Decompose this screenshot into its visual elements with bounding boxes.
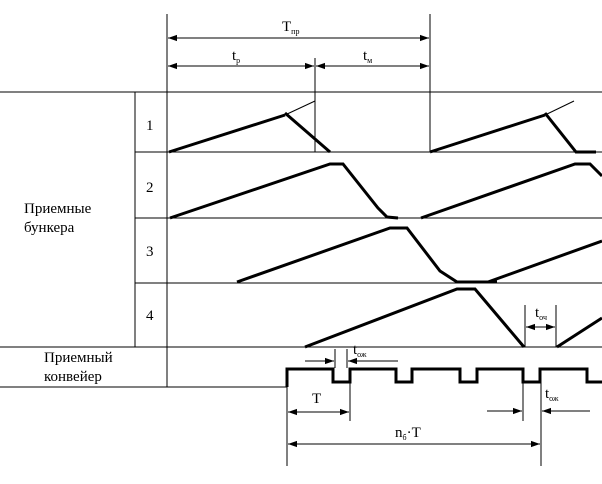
label-t-ozh-top: tож — [353, 342, 367, 359]
bunker-1-fill-2-thin — [544, 100, 575, 116]
label-conveyor-1: Приемный — [44, 350, 113, 366]
bunker-2-cycle-2 — [420, 162, 602, 220]
row-number-1: 1 — [146, 118, 154, 134]
row-number-3: 3 — [146, 244, 154, 260]
label-t-ozh-bottom: tож — [545, 386, 559, 403]
label-t-pr: Tпр — [282, 19, 299, 36]
label-bunkers-1: Приемные — [24, 201, 92, 217]
bunker-3-cycle-2 — [487, 239, 602, 284]
label-nb-T: nб·T — [395, 425, 421, 442]
bunker-3-cycle-1 — [236, 226, 497, 284]
bunker-1-fill-1 — [168, 113, 286, 154]
bunker-4-cycle-2 — [556, 316, 602, 349]
label-T: T — [312, 391, 321, 407]
bunker-1-fill-1-thin — [284, 100, 316, 116]
label-conveyor-2: конвейер — [44, 369, 102, 385]
label-t-m: tм — [363, 48, 372, 65]
label-t-och: tоч — [535, 305, 547, 322]
conveyor-trace — [285, 367, 602, 387]
bunker-1-fill-2 — [429, 113, 546, 154]
bunker-2-cycle-1 — [169, 162, 399, 220]
row-number-2: 2 — [146, 180, 154, 196]
label-bunkers-2: бункера — [24, 220, 75, 236]
bunker-1-drain-2 — [543, 112, 596, 154]
bunker-4-cycle-1 — [304, 287, 526, 349]
row-number-4: 4 — [146, 308, 154, 324]
bunker-1-drain-1 — [284, 111, 331, 154]
label-t-r: tр — [232, 48, 240, 65]
